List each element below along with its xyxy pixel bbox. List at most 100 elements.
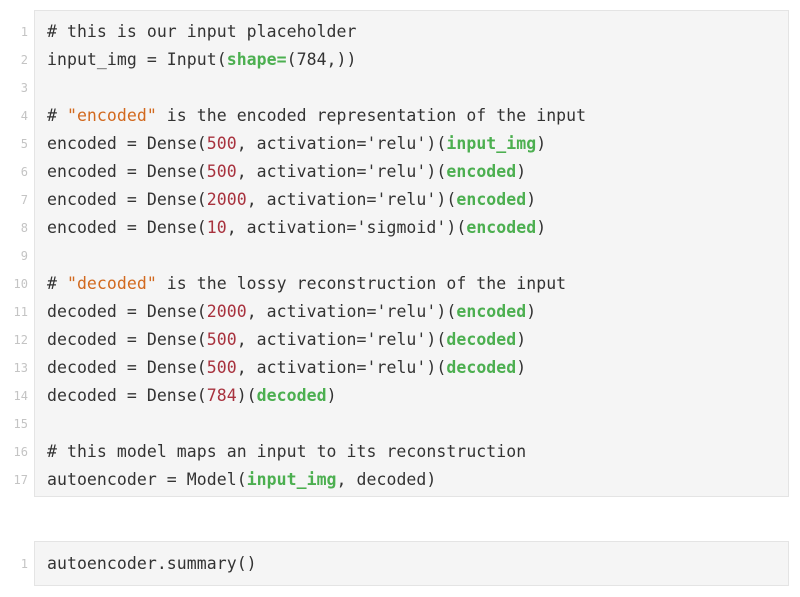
- code-token-plain: (784,)): [286, 50, 357, 69]
- code-token-string: "encoded": [66, 106, 157, 125]
- code-text: encoded = Dense(500, activation='relu')(…: [47, 130, 546, 158]
- code-text: decoded = Dense(500, activation='relu')(…: [47, 354, 526, 382]
- code-line: 1 # this is our input placeholder: [0, 18, 789, 46]
- code-token-plain: ): [526, 302, 537, 321]
- code-line: 6 encoded = Dense(500, activation='relu')…: [0, 158, 789, 186]
- code-token-number: 2000: [206, 302, 247, 321]
- code-token-plain: ): [516, 330, 527, 349]
- code-text: autoencoder.summary(): [47, 550, 257, 578]
- code-text: autoencoder = Model(input_img, decoded): [47, 466, 436, 494]
- line-number: 3: [20, 81, 28, 95]
- code-token-plain: decoded = Dense(: [47, 302, 207, 321]
- code-token-plain: , activation='relu')(: [236, 134, 447, 153]
- code-text: # this is our input placeholder: [47, 18, 357, 46]
- code-text: # "decoded" is the lossy reconstruction …: [47, 270, 566, 298]
- line-number: 15: [13, 417, 28, 431]
- code-token-plain: autoencoder = Model(: [47, 470, 247, 489]
- line-number: 1: [20, 557, 28, 571]
- code-token-kw: decoded: [446, 330, 517, 349]
- code-token-kw: encoded: [456, 190, 527, 209]
- code-token-plain: ): [536, 218, 547, 237]
- code-line: 14 decoded = Dense(784)(decoded): [0, 382, 789, 410]
- line-number: 7: [20, 193, 28, 207]
- code-token-plain: , activation='relu')(: [246, 302, 457, 321]
- code-token-plain: , activation='sigmoid')(: [226, 218, 467, 237]
- line-number: 2: [20, 53, 28, 67]
- line-number: 10: [13, 277, 28, 291]
- code-token-kw: decoded: [446, 358, 517, 377]
- code-token-kw: encoded: [446, 162, 517, 181]
- code-token-plain: ): [326, 386, 337, 405]
- code-token-plain: , decoded): [336, 470, 437, 489]
- code-text: # "encoded" is the encoded representatio…: [47, 102, 586, 130]
- code-token-plain: encoded = Dense(: [47, 218, 207, 237]
- code-token-comment: # this model maps an input to its recons…: [47, 442, 527, 461]
- line-number: 9: [20, 249, 28, 263]
- code-token-plain: , activation='relu')(: [246, 190, 457, 209]
- code-token-plain: , activation='relu')(: [236, 358, 447, 377]
- code-token-plain: autoencoder.summary(): [47, 554, 257, 573]
- line-number: 13: [13, 361, 28, 375]
- code-token-plain: encoded = Dense(: [47, 134, 207, 153]
- code-line: 4 # "encoded" is the encoded representati…: [0, 102, 789, 130]
- code-text: encoded = Dense(500, activation='relu')(…: [47, 158, 526, 186]
- line-number: 6: [20, 165, 28, 179]
- code-token-comment: is the lossy reconstruction of the input: [156, 274, 567, 293]
- code-token-plain: ): [516, 162, 527, 181]
- code-token-comment: # this is our input placeholder: [47, 22, 357, 41]
- code-token-plain: , activation='relu')(: [236, 162, 447, 181]
- code-token-plain: encoded = Dense(: [47, 162, 207, 181]
- line-number: 4: [20, 109, 28, 123]
- code-token-kw: input_img: [446, 134, 537, 153]
- code-line: 9: [0, 242, 789, 270]
- code-text: decoded = Dense(784)(decoded): [47, 382, 337, 410]
- code-line: 11 decoded = Dense(2000, activation='relu…: [0, 298, 789, 326]
- code-cell-2-body[interactable]: [34, 541, 789, 586]
- code-token-number: 784: [206, 386, 237, 405]
- line-number: 12: [13, 333, 28, 347]
- line-number: 16: [13, 445, 28, 459]
- code-line: 7 encoded = Dense(2000, activation='relu'…: [0, 186, 789, 214]
- code-text: decoded = Dense(500, activation='relu')(…: [47, 326, 526, 354]
- line-number: 1: [20, 25, 28, 39]
- line-number: 11: [13, 305, 28, 319]
- code-line: 15: [0, 410, 789, 438]
- line-number: 14: [13, 389, 28, 403]
- code-token-kw: shape=: [226, 50, 287, 69]
- code-token-kw: decoded: [256, 386, 327, 405]
- code-token-kw: encoded: [466, 218, 537, 237]
- code-text: encoded = Dense(2000, activation='relu')…: [47, 186, 536, 214]
- code-token-number: 500: [206, 162, 237, 181]
- code-line: 13 decoded = Dense(500, activation='relu'…: [0, 354, 789, 382]
- code-line: 1 autoencoder.summary(): [0, 550, 789, 578]
- code-token-comment: #: [47, 106, 67, 125]
- code-token-plain: )(: [236, 386, 257, 405]
- code-line: 3: [0, 74, 789, 102]
- code-token-plain: , activation='relu')(: [236, 330, 447, 349]
- code-token-plain: decoded = Dense(: [47, 358, 207, 377]
- code-token-comment: #: [47, 274, 67, 293]
- code-text: decoded = Dense(2000, activation='relu')…: [47, 298, 536, 326]
- code-token-plain: ): [536, 134, 547, 153]
- code-token-plain: encoded = Dense(: [47, 190, 207, 209]
- code-cell-1-body[interactable]: [34, 10, 789, 497]
- code-line: 16 # this model maps an input to its reco…: [0, 438, 789, 466]
- code-cell-2: 1 autoencoder.summary(): [0, 541, 789, 586]
- code-line: 10 # "decoded" is the lossy reconstructio…: [0, 270, 789, 298]
- code-token-number: 500: [206, 358, 237, 377]
- code-token-string: "decoded": [66, 274, 157, 293]
- code-token-plain: decoded = Dense(: [47, 330, 207, 349]
- code-token-plain: ): [526, 190, 537, 209]
- code-token-kw: input_img: [246, 470, 337, 489]
- code-text: # this model maps an input to its recons…: [47, 438, 526, 466]
- code-token-number: 10: [206, 218, 227, 237]
- code-text: encoded = Dense(10, activation='sigmoid'…: [47, 214, 546, 242]
- code-token-number: 2000: [206, 190, 247, 209]
- code-token-kw: encoded: [456, 302, 527, 321]
- code-token-plain: ): [516, 358, 527, 377]
